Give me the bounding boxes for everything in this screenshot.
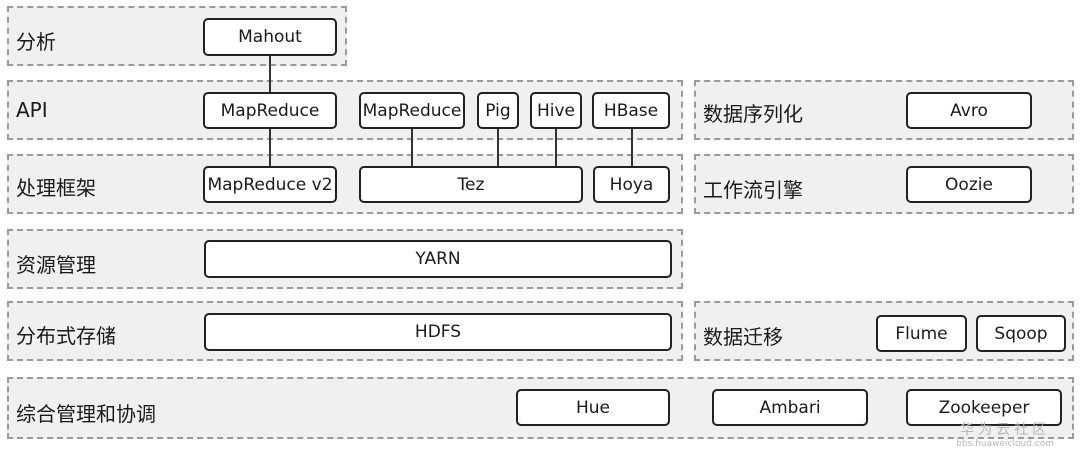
hdfs-box: HDFS [204,313,672,351]
api-label: API [16,98,48,122]
watermark-main: 华为云社区 [960,422,1051,438]
mapreduce-api-box-2: MapReduce [359,92,465,129]
mahout-box: Mahout [203,18,337,56]
ambari-box: Ambari [712,389,868,426]
watermark: 华为云社区 bbs.huaweicloud.com [956,419,1054,449]
connector-hive-tez [555,128,557,168]
resource-label: 资源管理 [16,253,96,277]
connector-pig-tez [497,128,499,168]
hive-box: Hive [530,92,582,129]
analysis-label: 分析 [16,30,56,54]
connector-hbase-hoya [631,128,633,168]
yarn-box: YARN [204,240,672,278]
migration-label: 数据迁移 [703,325,783,349]
watermark-sub: bbs.huaweicloud.com [956,439,1054,449]
avro-box: Avro [906,92,1032,129]
mapreduce-v2-box: MapReduce v2 [203,166,337,203]
connector-mapreduce-tez [411,128,413,168]
connector-mahout-mapreduce [269,55,271,93]
storage-label: 分布式存储 [16,324,116,348]
hoya-box: Hoya [593,166,670,203]
hbase-box: HBase [592,92,670,129]
tez-box: Tez [359,166,583,203]
mapreduce-api-box: MapReduce [203,92,337,129]
flume-box: Flume [876,315,967,352]
processing-label: 处理框架 [16,176,96,200]
pig-box: Pig [477,92,519,129]
oozie-box: Oozie [906,166,1032,203]
workflow-label: 工作流引擎 [703,178,803,202]
zookeeper-box: Zookeeper [906,389,1062,426]
sqoop-box: Sqoop [976,315,1066,352]
serialization-label: 数据序列化 [703,102,803,126]
management-label: 综合管理和协调 [16,402,156,426]
connector-mapreduce-v2 [269,128,271,168]
hue-box: Hue [516,389,670,426]
